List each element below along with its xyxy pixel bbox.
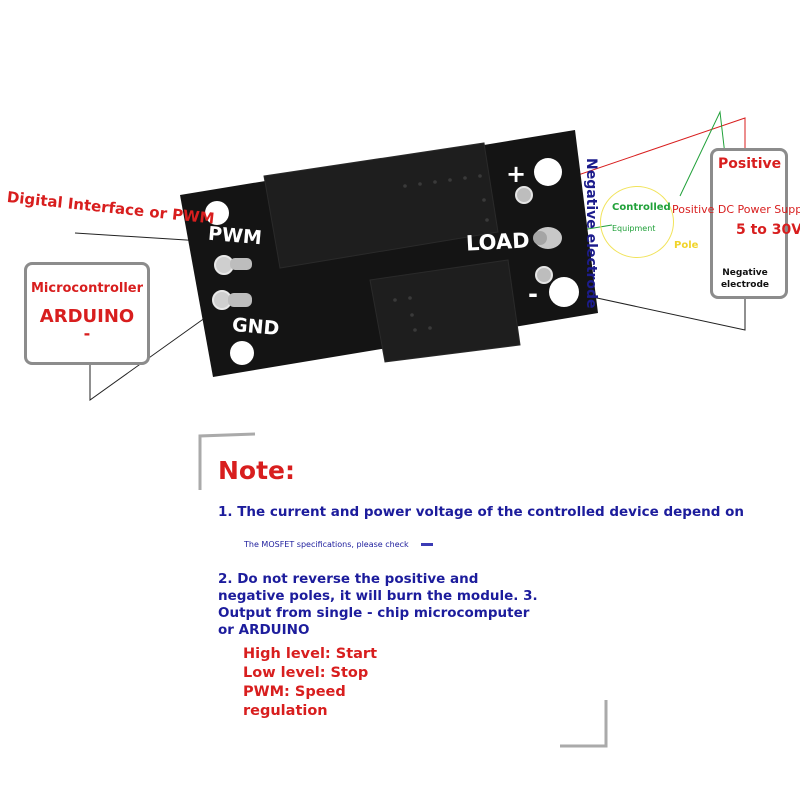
signal-levels-list: High level: Start Low level: Stop PWM: S…: [243, 645, 377, 721]
equipment-label: Equipment: [612, 224, 656, 233]
level-pwm: PWM: Speed: [243, 684, 346, 700]
level-low: Low level: Stop: [243, 665, 369, 681]
minus-terminal-label: -: [528, 280, 538, 308]
microcontroller-dash: -: [83, 324, 91, 343]
arduino-label: ARDUINO: [39, 306, 135, 327]
input-pin-header: [212, 255, 252, 310]
positive-label: Positive: [718, 156, 782, 172]
output-terminals: [515, 186, 562, 284]
note-item-2: 2. Do not reverse the positive and negat…: [218, 571, 538, 638]
note-title: Note:: [218, 456, 296, 485]
dc-power-supply-label: Positive DC Power Supply: [672, 203, 800, 216]
level-high: High level: Start: [243, 646, 378, 662]
controlled-equipment-circle: [600, 186, 674, 258]
pole-label: Pole: [674, 240, 699, 251]
plus-terminal-label: +: [506, 160, 527, 188]
mounting-hole-icon: [205, 158, 579, 365]
negative-electrode-vertical-label: Negative electrode: [583, 158, 599, 309]
note-item-1-detail: The MOSFET specifications, please check: [244, 540, 434, 549]
note-item-1: 1. The current and power voltage of the …: [218, 504, 744, 520]
microcontroller-box: Microcontroller ARDUINO -: [24, 262, 150, 365]
voltage-range-label: 5 to 30V: [736, 222, 800, 238]
level-regulation: regulation: [243, 703, 328, 719]
negative-electrode-label: Negative electrode: [720, 268, 770, 290]
mosfet-spec-text: The MOSFET specifications, please check: [244, 540, 409, 549]
controlled-label: Controlled: [612, 202, 671, 213]
microcontroller-title: Microcontroller: [30, 281, 144, 296]
load-label: LOAD: [465, 228, 531, 256]
gnd-pin-label: GND: [231, 313, 281, 341]
pwm-pin-label: PWM: [207, 222, 263, 250]
power-supply-box: [710, 148, 788, 299]
dash-mark-icon: [421, 543, 434, 546]
